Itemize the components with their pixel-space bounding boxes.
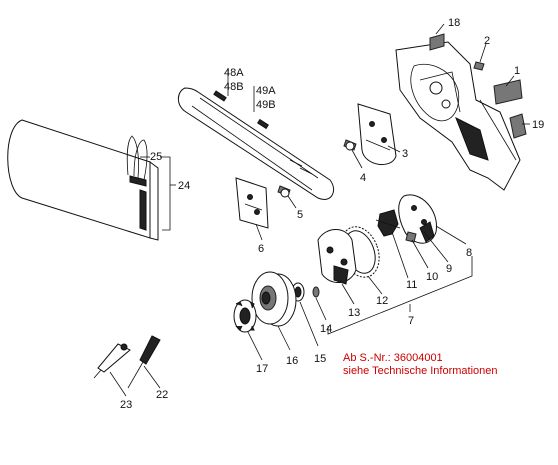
label-17: 17 — [256, 363, 268, 375]
label-16: 16 — [286, 355, 298, 367]
combination-wrench-part — [93, 343, 131, 379]
serial-number-note: Ab S.-Nr.: 36004001 siehe Technische Inf… — [343, 352, 498, 378]
cover-plate-part — [357, 103, 397, 165]
screw-2-part — [473, 61, 485, 71]
label-18-part — [429, 33, 445, 51]
label-2: 2 — [484, 35, 490, 47]
label-12: 12 — [376, 295, 388, 307]
label-49a: 49A — [256, 85, 276, 97]
label-19-part — [509, 113, 527, 139]
note-serial-line: Ab S.-Nr.: 36004001 — [343, 352, 443, 364]
pin-9-part — [405, 231, 417, 243]
guide-bar-part — [177, 87, 334, 200]
label-1: 1 — [514, 65, 520, 77]
washer-14-part — [312, 286, 320, 298]
bar-cover-part — [7, 119, 159, 241]
label-23: 23 — [120, 399, 132, 411]
oil-pump-disc-part — [398, 194, 437, 244]
label-24: 24 — [178, 180, 190, 192]
label-7: 7 — [408, 315, 414, 327]
label-9: 9 — [446, 263, 452, 275]
worm-gear-part — [375, 209, 401, 237]
label-4: 4 — [360, 172, 366, 184]
clutch-part — [317, 229, 357, 285]
label-3: 3 — [402, 148, 408, 160]
screw-5-part — [277, 185, 291, 198]
label-18: 18 — [448, 17, 460, 29]
label-5: 5 — [297, 209, 303, 221]
note-info-line: siehe Technische Informationen — [343, 365, 498, 377]
sprocket-cover-part — [395, 41, 521, 191]
label-14: 14 — [320, 323, 332, 335]
leader-lines — [109, 23, 530, 397]
clutch-drum-part — [251, 271, 297, 327]
label-13: 13 — [348, 307, 360, 319]
label-19: 19 — [532, 119, 544, 131]
label-49b: 49B — [256, 99, 276, 111]
label-8: 8 — [466, 247, 472, 259]
rim-sprocket-part — [233, 299, 257, 333]
bar-plate-part — [235, 177, 269, 229]
label-11: 11 — [406, 279, 417, 291]
label-25: 25 — [150, 151, 162, 163]
warning-label-part — [493, 79, 523, 105]
label-48a: 48A — [224, 67, 244, 79]
screwdriver-part — [127, 335, 161, 389]
label-48b: 48B — [224, 81, 244, 93]
label-10: 10 — [426, 271, 438, 283]
label-22: 22 — [156, 389, 168, 401]
strap-part — [126, 135, 148, 187]
label-15: 15 — [314, 353, 326, 365]
label-6: 6 — [258, 243, 264, 255]
screw-4-part — [343, 139, 357, 151]
